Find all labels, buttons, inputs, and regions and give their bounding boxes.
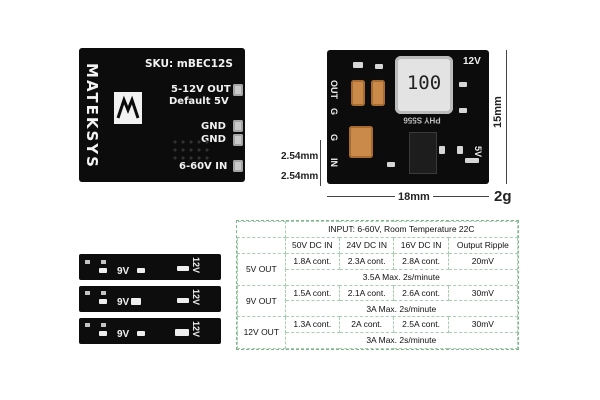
table-cell: 20mV	[447, 252, 519, 270]
column-header: 50V DC IN	[284, 236, 340, 254]
jumper-pad	[99, 331, 107, 336]
pin-pitch-label-1: 2.54mm	[281, 151, 319, 162]
smd-part	[465, 158, 479, 163]
capacitor-3	[349, 126, 373, 158]
solder-pad-gnd-1	[233, 120, 243, 132]
weight-label: 2g	[494, 188, 512, 205]
table-cell: 1.5A cont.	[284, 284, 340, 302]
row-label: 5V OUT	[237, 252, 286, 286]
table-cell: 2.1A cont.	[338, 284, 395, 302]
strip-left-label: 9V	[117, 329, 130, 340]
smd-part	[353, 62, 363, 68]
table-cell: 2A cont.	[338, 316, 395, 334]
pitch-dimension-line	[320, 140, 321, 186]
pin-label-g2: G	[329, 134, 339, 142]
solder-pad-out	[233, 84, 243, 96]
gnd-label-1: GND	[201, 121, 226, 132]
pin-label-g1: G	[329, 108, 339, 116]
output-range-label: 5-12V OUT	[171, 84, 231, 95]
smd-part	[85, 291, 90, 295]
jumper-pad	[137, 268, 145, 273]
table-cell: 2.8A cont.	[393, 252, 449, 270]
table-cell: 2.6A cont.	[393, 284, 449, 302]
smd-part	[459, 82, 467, 87]
capacitor-1	[351, 80, 365, 106]
jumper-pad	[175, 329, 189, 336]
height-dimension-line	[506, 50, 507, 184]
row-label: 12V OUT	[237, 316, 286, 349]
table-cell: 1.3A cont.	[284, 316, 340, 334]
smd-part	[101, 260, 106, 264]
pin-label-out: OUT	[329, 80, 339, 99]
sku-label: SKU: mBEC12S	[145, 58, 233, 70]
table-cell: 30mV	[447, 284, 519, 302]
default-voltage-label: Default 5V	[169, 96, 229, 107]
inductor: 100	[395, 56, 453, 114]
smd-part	[459, 108, 467, 113]
jumper-pad	[177, 298, 189, 303]
strip-right-label: 12V	[191, 257, 201, 274]
brand-text: MATEKSYS	[83, 63, 101, 169]
smd-part	[101, 291, 106, 295]
table-cell: 2.5A cont.	[393, 316, 449, 334]
solder-pad-in	[233, 160, 243, 172]
jumper-pad	[99, 268, 107, 273]
width-label: 18mm	[395, 191, 433, 203]
edge-label: 5V	[473, 146, 483, 158]
column-header: Output Ripple	[447, 236, 519, 254]
board-strip-12v: 9V 12V	[79, 318, 221, 344]
strip-right-label: 12V	[191, 321, 201, 338]
max-current-note: 3A Max. 2s/minute	[284, 300, 519, 318]
smd-part	[387, 162, 395, 167]
gnd-label-2: GND	[201, 134, 226, 145]
board-strip-9v: 9V 12V	[79, 286, 221, 312]
max-current-note: 3A Max. 2s/minute	[284, 332, 519, 349]
regulator-chip	[409, 132, 437, 174]
table-cell: 30mV	[447, 316, 519, 334]
pin-label-in: IN	[329, 158, 339, 167]
board-back-photo: MATEKSYS SKU: mBEC12S 5-12V OUT Default …	[79, 48, 245, 182]
jumper-pad	[137, 331, 145, 336]
column-header: 24V DC IN	[338, 236, 395, 254]
chip-marking: PHY S556	[403, 115, 441, 125]
smd-part	[457, 146, 463, 154]
strip-left-label: 9V	[117, 297, 130, 308]
jumper-pad	[99, 299, 107, 304]
voltage-select-label: 12V	[463, 56, 481, 67]
column-header: 16V DC IN	[393, 236, 449, 254]
input-note: INPUT: 6-60V, Room Temperature 22C	[284, 221, 519, 238]
board-front-photo: 100 12V PHY S556 OUT G G IN 5V	[327, 50, 489, 184]
smd-part	[375, 64, 383, 69]
smd-part	[439, 146, 445, 154]
table-cell: 2.3A cont.	[338, 252, 395, 270]
max-current-note: 3.5A Max. 2s/minute	[284, 268, 519, 286]
spec-table: INPUT: 6-60V, Room Temperature 22C 50V D…	[236, 220, 519, 350]
table-cell: 1.8A cont.	[284, 252, 340, 270]
strip-left-label: 9V	[117, 266, 130, 277]
smd-part	[85, 323, 90, 327]
smd-part	[85, 260, 90, 264]
jumper-pad	[177, 266, 189, 271]
matek-logo	[114, 92, 142, 124]
solder-pad-gnd-2	[233, 134, 243, 146]
jumper-pad	[131, 298, 141, 305]
via-dots	[171, 138, 211, 162]
pin-pitch-label-2: 2.54mm	[281, 171, 319, 182]
input-range-label: 6-60V IN	[179, 161, 228, 172]
smd-part	[101, 323, 106, 327]
capacitor-2	[371, 80, 385, 106]
row-label: 9V OUT	[237, 284, 286, 318]
height-label: 15mm	[492, 96, 504, 128]
board-strip-5v: 9V 12V	[79, 254, 221, 280]
strip-right-label: 12V	[191, 289, 201, 306]
